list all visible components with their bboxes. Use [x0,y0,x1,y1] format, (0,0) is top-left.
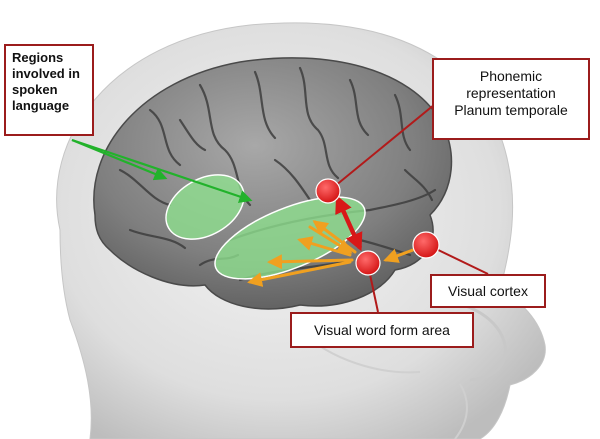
phonemic-vwfa-arrow [335,194,363,252]
spoken-language-arrows [71,138,253,203]
visual-cortex-node [412,231,440,259]
spoken-language-line-3: spoken [12,81,58,97]
visual-cortex-callout: Visual cortex [430,274,546,308]
phonemic-representation-callout: Phonemic representation Planum temporale [432,58,590,140]
visual-word-form-area-label: Visual word form area [314,322,450,338]
spoken-language-line-2: involved in [12,65,80,81]
visual-cortex-label: Visual cortex [448,283,528,299]
spoken-language-callout: Regions involved in spoken language [4,44,94,136]
spoken-language-line-4: language [12,97,70,113]
spoken-language-line-1: Regions [12,50,64,65]
planum-temporale-node [315,178,341,204]
phonemic-line-1: Phonemic [479,68,543,84]
visual-word-form-node [355,250,381,276]
phonemic-line-3: Planum temporale [454,102,568,119]
temporal-language-region [214,196,366,280]
visual-word-form-area-callout: Visual word form area [290,312,474,348]
phonemic-line-2: representation [466,85,556,102]
